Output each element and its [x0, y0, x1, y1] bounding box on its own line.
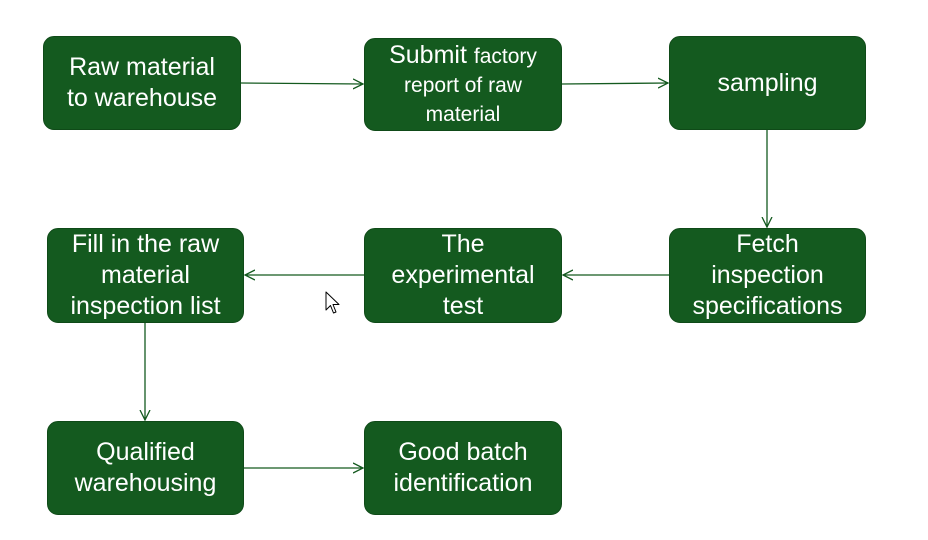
node-label: Fetch inspection specifications	[692, 230, 843, 320]
node-label: The experimental test	[391, 230, 535, 320]
node-label-part: report of raw material	[404, 74, 522, 126]
node-label: sampling	[717, 68, 818, 97]
node-experimental-test: The experimental test	[364, 228, 562, 323]
node-good-batch-identification: Good batch identification	[364, 421, 562, 515]
node-submit-factory-report: Submit factory report of raw material	[364, 38, 562, 131]
node-fill-inspection-list: Fill in the raw material inspection list	[47, 228, 244, 323]
node-label: Fill in the raw material inspection list	[70, 230, 221, 320]
node-label: Good batch identification	[393, 438, 533, 497]
node-raw-material-to-warehouse: Raw material to warehouse	[43, 36, 241, 130]
node-label: Raw material to warehouse	[66, 53, 218, 112]
edge-submit-to-sampling	[561, 83, 668, 84]
node-fetch-inspection-specifications: Fetch inspection specifications	[669, 228, 866, 323]
node-qualified-warehousing: Qualified warehousing	[47, 421, 244, 515]
node-sampling: sampling	[669, 36, 866, 130]
edge-raw-to-submit	[240, 83, 363, 84]
node-label: Qualified warehousing	[74, 438, 217, 497]
node-label-part: factory	[473, 45, 537, 68]
mouse-pointer-icon	[325, 291, 340, 314]
node-label-part: Submit	[389, 41, 467, 69]
